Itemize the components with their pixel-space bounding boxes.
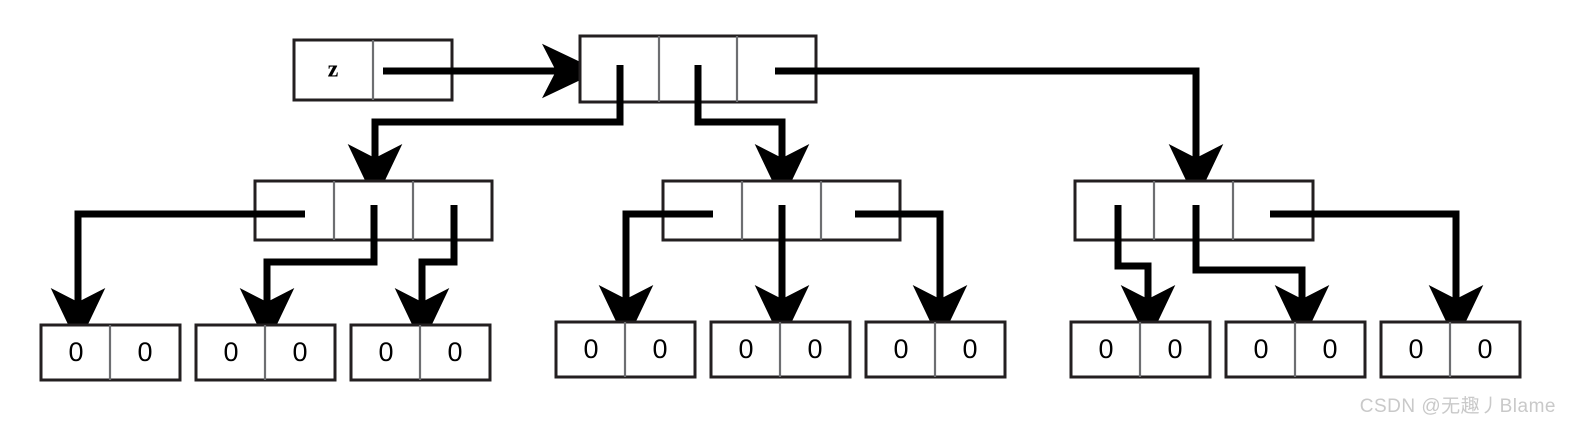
leaf-5-cell-0: 0 xyxy=(738,334,753,364)
leaf-9-cell-1: 0 xyxy=(1477,334,1492,364)
edge-root-to-mid-right xyxy=(782,67,1224,202)
leaf-7-cell-0: 0 xyxy=(1098,334,1113,364)
edge-mid-right-to-leaf-8 xyxy=(1192,219,1330,343)
leaf-1[interactable]: 0 0 xyxy=(39,323,182,382)
leaf-6-cell-1: 0 xyxy=(962,334,977,364)
leaf-7[interactable]: 0 0 xyxy=(1069,320,1212,379)
leaf-5-cell-1: 0 xyxy=(807,334,822,364)
leaf-4[interactable]: 0 0 xyxy=(554,320,697,379)
leaf-2[interactable]: 0 0 xyxy=(194,323,337,382)
exit-stub-layer xyxy=(248,67,1321,218)
leaf-7-cell-1: 0 xyxy=(1167,334,1182,364)
leaf-3-cell-0: 0 xyxy=(378,337,393,367)
leaf-2-cell-0: 0 xyxy=(223,337,238,367)
leaf-4-cell-0: 0 xyxy=(583,334,598,364)
leaf-2-cell-1: 0 xyxy=(292,337,307,367)
leaf-3[interactable]: 0 0 xyxy=(349,323,492,382)
leaf-8-cell-0: 0 xyxy=(1253,334,1268,364)
leaf-1-cell-0: 0 xyxy=(68,337,83,367)
edge-mid-left-to-leaf-1 xyxy=(50,210,297,346)
leaf-5[interactable]: 0 0 xyxy=(709,320,852,379)
leaf-1-cell-1: 0 xyxy=(137,337,152,367)
csdn-watermark: CSDN @无趣丿Blame xyxy=(1359,396,1556,417)
leaf-layer: 0 0 0 0 0 0 0 0 xyxy=(39,320,1522,382)
leaf-3-cell-1: 0 xyxy=(447,337,462,367)
leaf-8[interactable]: 0 0 xyxy=(1224,320,1367,379)
pointer-stub-layer xyxy=(370,65,1200,243)
leaf-9[interactable]: 0 0 xyxy=(1379,320,1522,379)
z-label: z xyxy=(328,57,339,83)
leaf-6-cell-0: 0 xyxy=(893,334,908,364)
leaf-6[interactable]: 0 0 xyxy=(864,320,1007,379)
edge-mid-right-to-leaf-9 xyxy=(1278,210,1484,343)
leaf-4-cell-1: 0 xyxy=(652,334,667,364)
leaf-8-cell-1: 0 xyxy=(1322,334,1337,364)
leaf-9-cell-0: 0 xyxy=(1408,334,1423,364)
